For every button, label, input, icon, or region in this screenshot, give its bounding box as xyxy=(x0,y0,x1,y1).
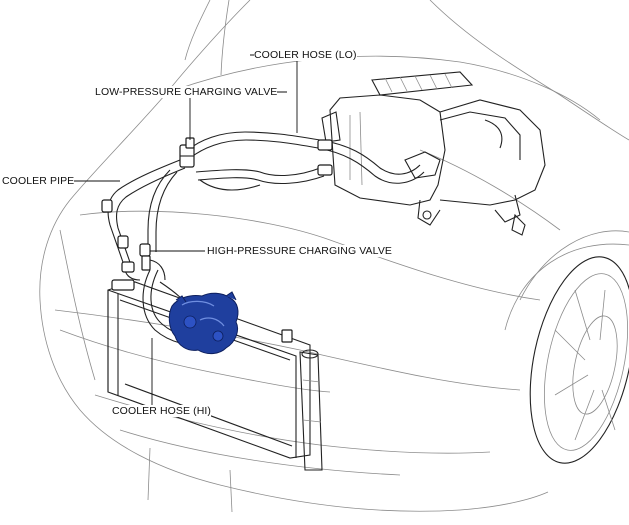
front-wheel xyxy=(504,230,629,464)
cooler-hose-lo xyxy=(187,131,425,191)
low-pressure-charging-valve xyxy=(179,137,195,168)
high-pressure-charging-valve xyxy=(121,243,166,281)
label-cooler-hose-lo: COOLER HOSE (LO) xyxy=(254,49,357,61)
ac-compressor xyxy=(168,291,239,355)
label-cooler-pipe: COOLER PIPE xyxy=(2,175,75,187)
label-low-pressure-charging-valve: LOW-PRESSURE CHARGING VALVE xyxy=(95,86,278,98)
heater-unit xyxy=(321,71,546,236)
cooler-pipe xyxy=(101,159,186,269)
condenser xyxy=(107,279,323,471)
car-body-outline xyxy=(39,0,629,513)
leader-lines xyxy=(70,54,298,405)
label-high-pressure-charging-valve: HIGH-PRESSURE CHARGING VALVE xyxy=(207,245,393,257)
label-cooler-hose-hi: COOLER HOSE (HI) xyxy=(112,405,212,417)
